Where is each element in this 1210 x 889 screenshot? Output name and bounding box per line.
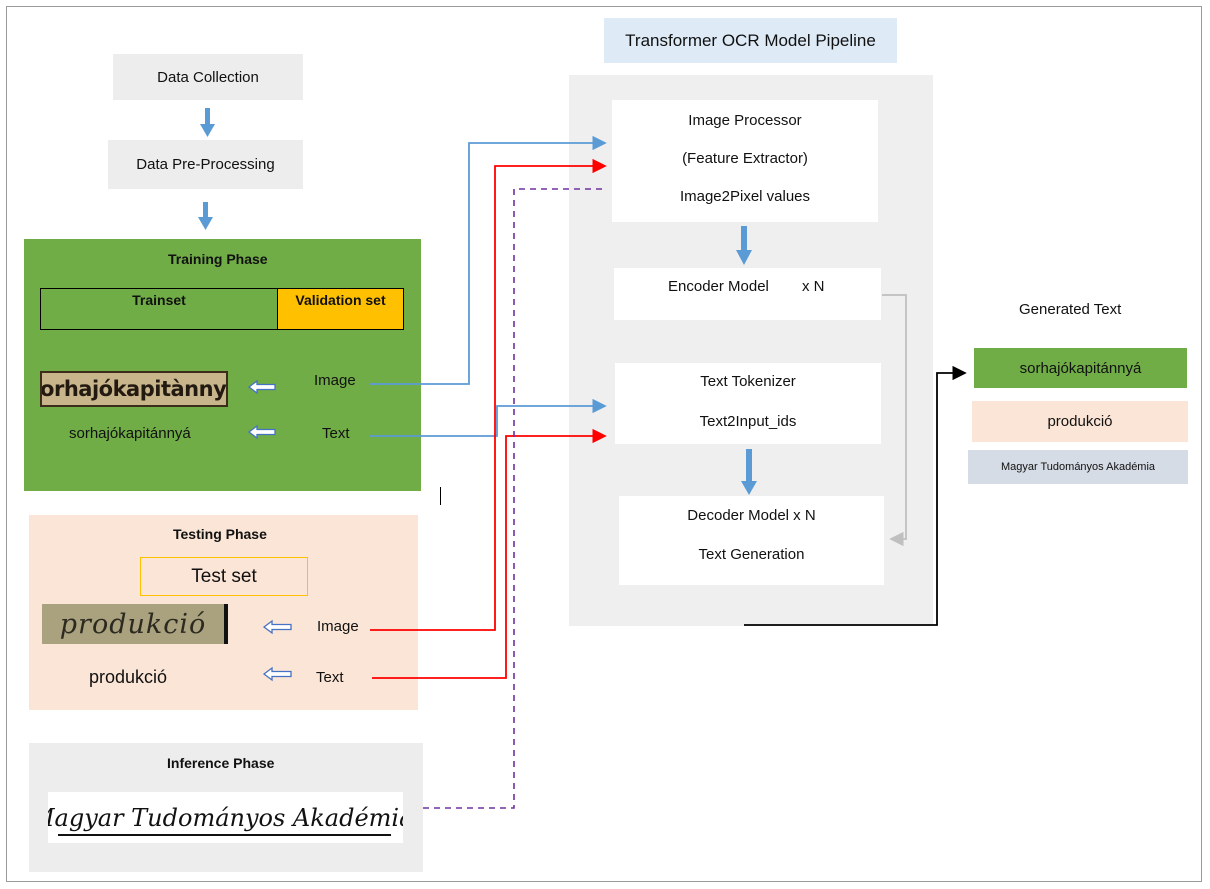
decoder-line2: Text Generation	[698, 546, 805, 563]
training-text-label: Text	[322, 425, 350, 442]
flow-arrow-collection-to-preprocessing	[200, 108, 215, 137]
output-item-3: Magyar Tudományos Akadémia	[968, 450, 1188, 484]
inference-image-text: Magyar Tudományos Akadémia.	[48, 803, 403, 832]
inference-handwriting-image: Magyar Tudományos Akadémia.	[48, 792, 403, 843]
training-handwriting-image: sorhajókapitànnyá	[40, 371, 228, 407]
pipeline-title-box: Transformer OCR Model Pipeline	[604, 18, 897, 63]
output-item-1-label: sorhajókapitánnyá	[1019, 359, 1142, 377]
connector-encoder-to-decoder	[882, 294, 907, 547]
encoder-label: Encoder Model	[668, 278, 769, 295]
left-arrow-testing-text	[262, 666, 292, 682]
connector-training-image-to-processor	[370, 135, 607, 385]
connector-testing-image-to-processor	[370, 158, 607, 631]
left-arrow-training-text	[247, 424, 276, 440]
training-image-label: Image	[314, 372, 356, 389]
testing-phase-title: Testing Phase	[173, 526, 267, 542]
flow-arrow-processor-to-encoder	[736, 226, 752, 265]
image-processor-line3: Image2Pixel values	[679, 188, 811, 205]
testing-handwriting-image: produkció	[42, 604, 228, 644]
encoder-box: Encoder Model x N	[614, 268, 881, 320]
inference-phase-title: Inference Phase	[167, 755, 275, 771]
text-tokenizer-box: Text Tokenizer Text2Input_ids	[615, 363, 881, 444]
testing-text-sample: produkció	[89, 667, 168, 687]
training-phase-title: Training Phase	[168, 251, 268, 267]
pipeline-title: Transformer OCR Model Pipeline	[625, 30, 876, 50]
training-image-text: sorhajókapitànnyá	[40, 377, 227, 401]
flow-arrow-preprocessing-to-training	[198, 202, 213, 230]
left-arrow-testing-image	[262, 619, 292, 635]
data-preprocessing-label: Data Pre-Processing	[136, 156, 275, 173]
output-item-2-label: produkció	[1047, 413, 1113, 430]
inference-underline	[58, 834, 391, 836]
image-processor-line2: (Feature Extractor)	[682, 150, 808, 167]
connector-testing-text-to-tokenizer	[372, 428, 607, 679]
testing-image-label: Image	[317, 618, 359, 635]
trainset-cell: Trainset	[41, 289, 278, 329]
output-item-3-label: Magyar Tudományos Akadémia	[1000, 461, 1156, 473]
trainset-label: Trainset	[132, 292, 186, 308]
output-item-2: produkció	[972, 401, 1188, 442]
validation-cell: Validation set	[278, 289, 403, 329]
connector-inference-to-processor	[423, 188, 607, 809]
image-processor-line1: Image Processor	[688, 112, 802, 129]
data-collection-label: Data Collection	[157, 68, 259, 86]
decoder-line1: Decoder Model x N	[687, 507, 816, 524]
validation-label: Validation set	[295, 292, 386, 308]
data-preprocessing-box: Data Pre-Processing	[108, 140, 303, 189]
test-set-box: Test set	[140, 557, 308, 596]
generated-text-title: Generated Text	[1019, 301, 1122, 318]
data-collection-box: Data Collection	[113, 54, 303, 100]
testing-text-label: Text	[316, 669, 344, 686]
training-phase-panel	[24, 239, 421, 491]
training-text-sample: sorhajókapitánnyá	[69, 425, 191, 442]
tokenizer-line1: Text Tokenizer	[700, 373, 796, 390]
decoder-box: Decoder Model x N Text Generation	[619, 496, 884, 585]
left-arrow-training-image	[247, 379, 276, 395]
text-cursor	[440, 487, 441, 505]
tokenizer-line2: Text2Input_ids	[699, 413, 797, 430]
test-set-label: Test set	[191, 565, 257, 587]
testing-image-text: produkció	[59, 608, 207, 640]
connector-training-text-to-tokenizer	[370, 398, 607, 437]
output-item-1: sorhajókapitánnyá	[974, 348, 1187, 388]
encoder-multiplier: x N	[802, 278, 825, 295]
flow-arrow-tokenizer-to-decoder	[741, 449, 757, 495]
connector-pipeline-to-output	[744, 365, 967, 626]
diagram-frame	[6, 6, 1202, 882]
image-processor-box: Image Processor (Feature Extractor) Imag…	[612, 100, 878, 222]
dataset-split-bar: Trainset Validation set	[40, 288, 404, 330]
